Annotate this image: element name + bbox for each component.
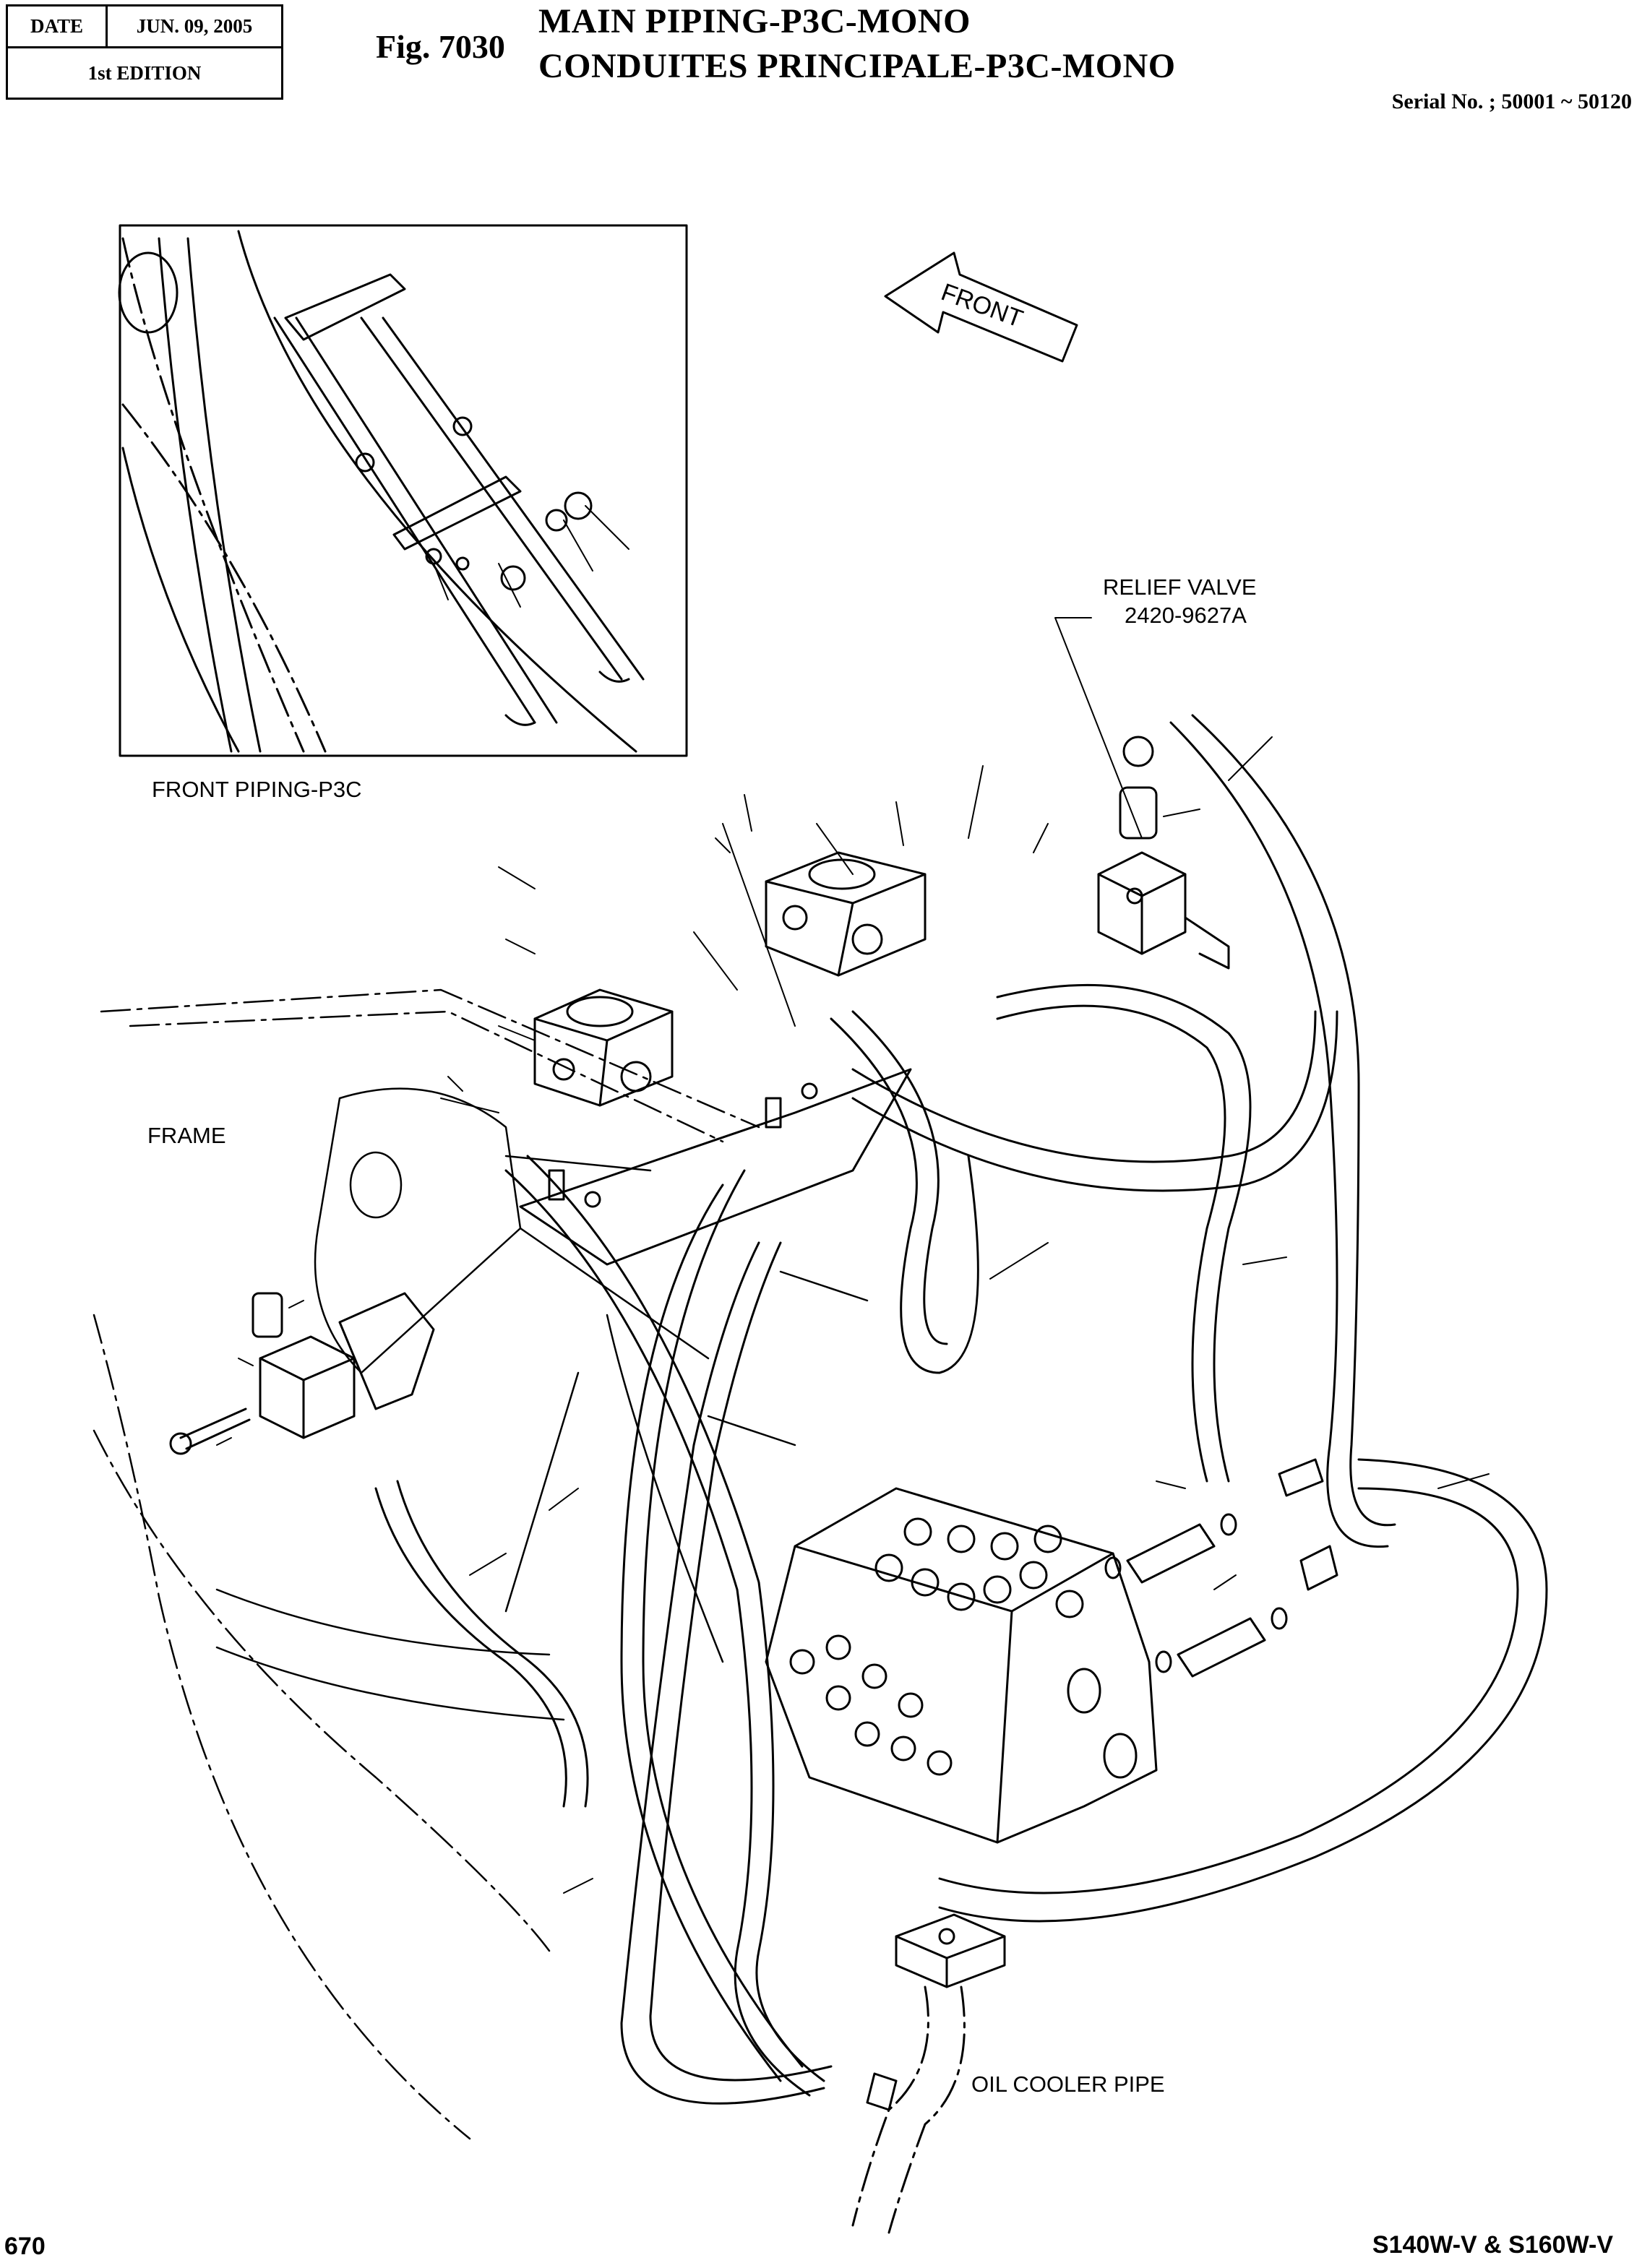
relief-valve-label: RELIEF VALVE [1103,574,1257,600]
oil-cooler-pipe [851,1913,1006,2234]
front-piping-inset [118,224,688,757]
relief-valve-part-number: 2420-9627A [1125,603,1247,628]
page-number: 670 [4,2233,46,2260]
frame-outline [93,988,869,2140]
frame-label: FRAME [147,1123,226,1148]
oil-cooler-pipe-label: OIL COOLER PIPE [971,2071,1165,2097]
valve-block-middle [533,988,674,1107]
valve-block-upper [765,851,927,977]
date-label: DATE [8,7,108,46]
check-valves [1104,1458,1338,1678]
header-date-row: DATE JUN. 09, 2005 [8,7,281,48]
serial-number: Serial No. ; 50001 ~ 50120 [1391,90,1632,113]
title-french: CONDUITES PRINCIPALE-P3C-MONO [538,47,1176,85]
hoses [374,714,1548,2105]
front-arrow [884,251,1078,363]
bracket-plate [338,1068,912,1410]
leader-lines [216,617,1490,1894]
relief-valve [1097,736,1230,970]
control-valve-assembly [765,1487,1158,1844]
front-piping-label: FRONT PIPING-P3C [152,777,362,802]
lower-block [169,1292,356,1455]
edition-label: 1st EDITION [87,61,202,84]
model-name: S140W-V & S160W-V [1372,2231,1613,2259]
date-value: JUN. 09, 2005 [136,15,253,37]
figure-number: Fig. 7030 [376,28,505,65]
header-date-box: DATE JUN. 09, 2005 1st EDITION [6,4,283,100]
title-english: MAIN PIPING-P3C-MONO [538,2,971,40]
